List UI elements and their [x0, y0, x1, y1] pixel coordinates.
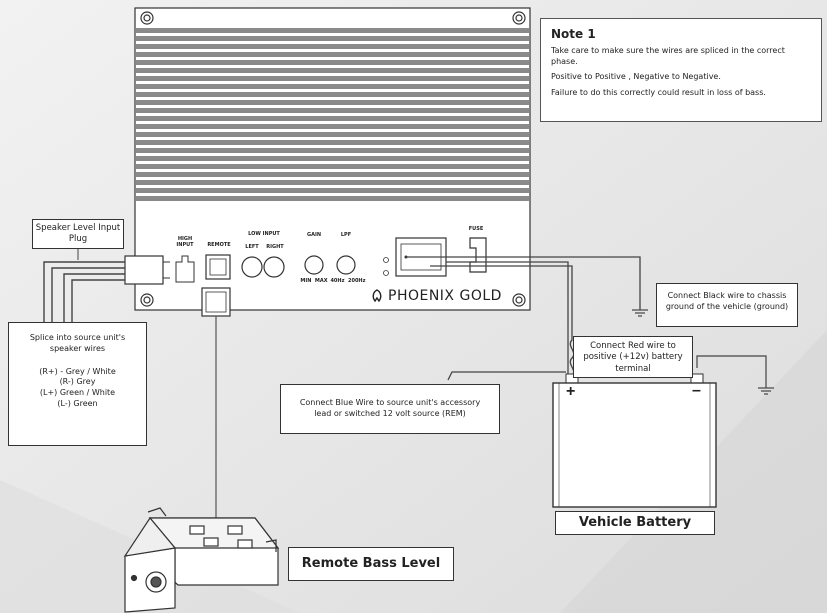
remote-bass-label: Remote Bass Level	[288, 547, 454, 581]
right-label: RIGHT	[266, 244, 284, 250]
remote-label: REMOTE	[207, 242, 231, 248]
lpf-range-label: 40Hz 200Hz	[330, 278, 366, 284]
speaker-wires	[43, 261, 125, 322]
note-box: Note 1 Take care to make sure the wires …	[540, 18, 822, 122]
note-line: Failure to do this correctly could resul…	[551, 87, 766, 97]
black-wire-label: Connect Black wire to chassis ground of …	[656, 283, 798, 327]
lpf-label: LPF	[340, 232, 352, 238]
ground-symbol-chassis	[632, 309, 648, 317]
splice-wire-line: (R-) Grey	[59, 377, 96, 387]
splice-instructions: Splice into source unit's speaker wires …	[8, 322, 147, 446]
brand-text: PHOENIX GOLD	[388, 288, 502, 304]
battery-positive-terminal: +	[566, 383, 576, 400]
speaker-plug-label: Speaker Level Input Plug	[32, 219, 124, 249]
phoenix-logo-icon	[372, 289, 382, 303]
remote-bass-knob-device	[123, 507, 280, 613]
brand-logo: PHOENIX GOLD	[370, 288, 502, 304]
vehicle-battery-label: Vehicle Battery	[555, 511, 715, 535]
remote-cable	[201, 287, 231, 518]
amplifier	[134, 7, 531, 311]
gain-range-label: MIN MAX	[300, 278, 328, 284]
splice-title: Splice into source unit's speaker wires	[29, 333, 126, 353]
fuse-label: FUSE	[468, 226, 484, 232]
battery-negative-terminal: –	[692, 382, 701, 399]
high-input-label: HIGH INPUT	[176, 236, 194, 248]
low-input-label: LOW INPUT	[248, 231, 280, 237]
note-line: Positive to Positive , Negative to Negat…	[551, 72, 721, 82]
note-title: Note 1	[551, 27, 596, 41]
vehicle-battery	[552, 373, 717, 508]
blue-wire-label: Connect Blue Wire to source unit's acces…	[280, 384, 500, 434]
splice-wire-line: (L+) Green / White	[39, 388, 116, 398]
note-line: Take care to make sure the wires are spl…	[551, 46, 785, 67]
gain-label: GAIN	[306, 232, 322, 238]
red-wire-label: Connect Red wire to positive (+12v) batt…	[573, 336, 693, 378]
speaker-plug	[124, 255, 170, 285]
ground-symbol-battery	[696, 355, 774, 395]
left-label: LEFT	[245, 244, 259, 250]
splice-wire-line: (R+) - Grey / White	[39, 366, 116, 376]
splice-wire-line: (L-) Green	[57, 398, 98, 408]
